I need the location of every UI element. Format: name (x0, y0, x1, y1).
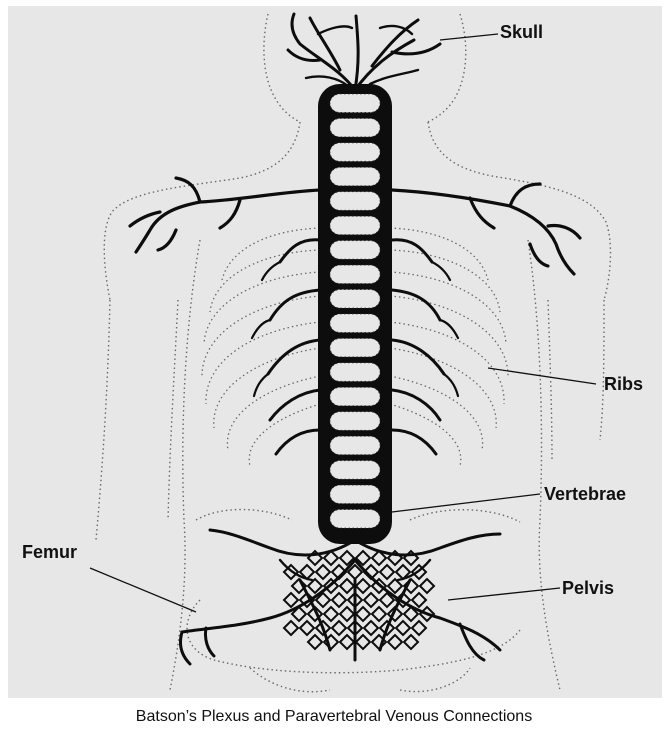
ribs-label: Ribs (604, 374, 643, 395)
pelvic-mesh-cell (308, 635, 322, 649)
vertebral-body (330, 94, 380, 112)
vertebral-body (330, 143, 380, 161)
pelvic-mesh-cell (364, 621, 378, 635)
vertebrae-label: Vertebrae (544, 484, 626, 505)
vertebral-body (330, 241, 380, 259)
pelvic-mesh-cell (340, 635, 354, 649)
vertebral-body (330, 216, 380, 234)
vertebral-body (330, 167, 380, 185)
pelvic-mesh-cell (388, 579, 402, 593)
pelvic-mesh-cell (356, 635, 370, 649)
pelvic-mesh-cell (380, 565, 394, 579)
vertebral-body (330, 290, 380, 308)
vertebrae-leader (392, 494, 540, 512)
vertebral-body (330, 461, 380, 479)
vertebral-body (330, 265, 380, 283)
vertebral-body (330, 192, 380, 210)
skull-plexus (288, 14, 440, 90)
vertebral-body (330, 387, 380, 405)
pelvic-mesh-cell (316, 565, 330, 579)
pelvic-plexus (180, 530, 500, 664)
pelvic-mesh-cell (324, 607, 338, 621)
pelvic-mesh-cell (332, 621, 346, 635)
vertebral-body (330, 412, 380, 430)
pelvic-mesh-cell (396, 621, 410, 635)
pelvic-mesh-cell (364, 593, 378, 607)
pelvic-mesh-cell (412, 621, 426, 635)
vertebral-body (330, 118, 380, 136)
pelvic-mesh-cell (356, 579, 370, 593)
femur-label: Femur (22, 542, 77, 563)
vertebral-body (330, 314, 380, 332)
pelvic-mesh-cell (404, 635, 418, 649)
pelvis-label: Pelvis (562, 578, 614, 599)
pelvic-mesh-cell (284, 593, 298, 607)
pelvic-mesh-cell (356, 607, 370, 621)
pelvic-mesh-cell (340, 579, 354, 593)
skull-label: Skull (500, 22, 543, 43)
vertebral-body (330, 485, 380, 503)
vertebral-body (330, 436, 380, 454)
skull-leader (440, 34, 498, 40)
pelvic-mesh-cell (372, 607, 386, 621)
pelvic-mesh-cell (308, 579, 322, 593)
pelvic-mesh-cell (412, 593, 426, 607)
pelvic-mesh-cell (300, 621, 314, 635)
pelvic-mesh-cell (388, 635, 402, 649)
figure-caption: Batson’s Plexus and Paravertebral Venous… (0, 708, 668, 726)
vertebral-body (330, 363, 380, 381)
pelvic-mesh-cell (284, 621, 298, 635)
femur-leader (90, 568, 196, 612)
pelvic-mesh-cell (420, 579, 434, 593)
vertebral-body (330, 510, 380, 528)
pelvis-leader (448, 588, 560, 600)
pelvic-mesh-cell (340, 607, 354, 621)
pelvic-mesh-cell (332, 593, 346, 607)
vertebral-body (330, 338, 380, 356)
ribs-leader (488, 368, 596, 384)
